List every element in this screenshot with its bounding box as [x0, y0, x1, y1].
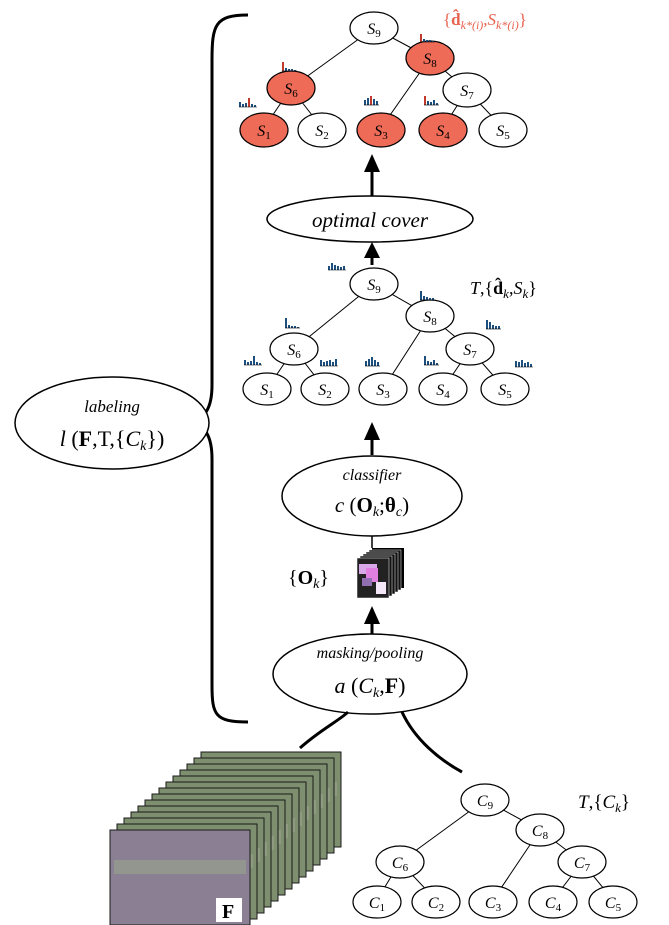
top-histograms [239, 34, 439, 108]
histogram-icon [486, 320, 501, 330]
histogram-icon [282, 62, 297, 72]
arrow-to-top-tree [364, 154, 380, 196]
mid-tree-annotation: T,{d̂k,Sk} [470, 278, 537, 301]
bottom-node-C6 [375, 845, 425, 879]
histogram-icon [244, 356, 262, 366]
ok-label: {Ok} [288, 567, 329, 592]
bottom-node-C3 [468, 885, 518, 919]
mid-histograms [244, 263, 533, 368]
mid-node-S1 [242, 372, 292, 406]
top-node-S1 [239, 112, 289, 148]
features-label-background [216, 898, 242, 922]
input-curve-features [298, 710, 350, 750]
bottom-node-C1 [352, 885, 402, 919]
classifier-node: classifier c (Ok;θc) [281, 455, 463, 537]
histogram-icon [364, 96, 379, 106]
arrow-to-ok [364, 606, 380, 635]
mid-node-S6 [269, 332, 319, 366]
labeling-title: labeling [84, 397, 140, 416]
histogram-icon [424, 356, 439, 366]
features-label: F [222, 901, 234, 923]
bottom-node-C2 [411, 885, 461, 919]
ok-feature-stack: {Ok} [288, 536, 404, 599]
feature-maps-stack [109, 751, 342, 925]
masking-title: masking/pooling [317, 645, 424, 662]
mid-node-S4 [418, 372, 468, 406]
top-node-S2 [297, 112, 347, 148]
optimal-cover-node: optimal cover [266, 195, 474, 243]
histogram-icon [365, 357, 380, 367]
top-tree-annotation: {d̂k*(i),Sk*(i)} [443, 10, 527, 32]
mid-node-S2 [300, 372, 350, 406]
optimal-cover-label: optimal cover [312, 208, 429, 232]
top-tree: S9 S8 S7 S6 S1 S2 S3 S4 S5 {d̂k*(i),Sk*(… [239, 10, 528, 148]
histogram-icon [420, 291, 435, 301]
bottom-node-C8 [515, 813, 565, 847]
labeling-brace [186, 13, 249, 724]
labeling-node: labeling l (F,T,{Ck}) [14, 376, 210, 470]
mid-node-S5 [480, 372, 530, 406]
classifier-formula: c (Ok;θc) [335, 493, 409, 520]
masking-pooling-node: masking/pooling a (Ck,F) [272, 633, 468, 715]
histogram-icon [328, 263, 346, 271]
arrow-to-optimal-cover [364, 242, 380, 265]
feature-map-texture [114, 860, 246, 874]
histogram-icon [515, 360, 533, 368]
input-curve-tree [400, 711, 463, 774]
middle-tree: S9 S8 S7 S6 S1 S2 S3 S4 S5 T,{d̂k,Sk} [242, 263, 537, 406]
top-node-S5 [478, 112, 528, 148]
bottom-tree-annotation: T,{Ck} [578, 792, 630, 815]
bottom-node-C7 [557, 845, 607, 879]
bottom-tree: C9 C8 C7 C6 C1 C2 C3 C4 C5 T,{Ck} [352, 783, 638, 919]
masking-formula: a (Ck,F) [334, 673, 405, 701]
bottom-node-C4 [528, 885, 578, 919]
mid-node-S3 [358, 372, 408, 406]
classifier-title: classifier [343, 467, 402, 484]
bottom-node-C5 [588, 885, 638, 919]
bottom-node-C9 [460, 783, 510, 817]
arrow-to-mid-tree [364, 422, 380, 455]
histogram-icon [424, 96, 439, 106]
histogram-icon [320, 359, 338, 367]
top-node-S9 [349, 11, 399, 45]
top-node-S3 [356, 112, 406, 148]
mid-node-S9 [349, 267, 399, 301]
histogram-icon [285, 318, 300, 329]
top-node-S7 [442, 72, 492, 108]
labeling-formula: l (F,T,{Ck}) [60, 426, 165, 454]
top-node-S4 [418, 112, 468, 148]
histogram-icon [239, 98, 257, 108]
histogram-icon [420, 34, 435, 43]
mid-node-S7 [445, 332, 495, 366]
